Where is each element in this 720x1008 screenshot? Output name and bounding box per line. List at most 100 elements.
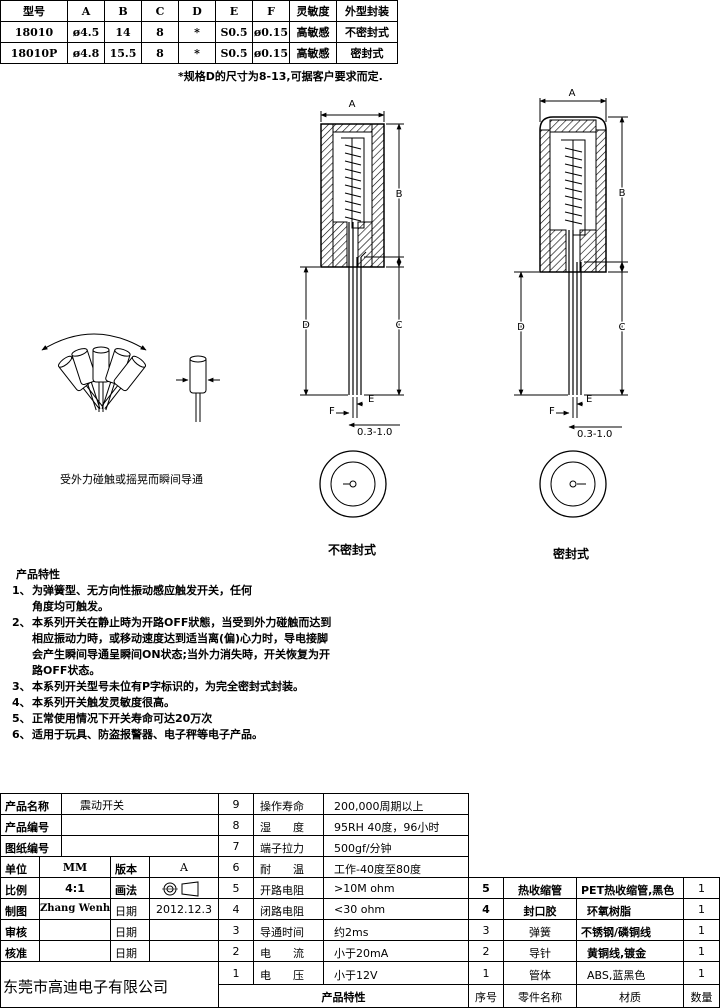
property-label: 导通时间: [253, 919, 324, 941]
spec-cell: 不密封式: [336, 21, 398, 43]
part-qty: 1: [683, 919, 720, 941]
approve-value: [39, 940, 111, 962]
feature-line: 为弹簧型、无方向性振动感应触发开关，任何: [32, 584, 252, 597]
property-no: 5: [218, 877, 254, 899]
dim-e-label: E: [368, 394, 374, 405]
spec-cell: 密封式: [336, 42, 398, 64]
property-no: 7: [218, 835, 254, 857]
part-no: 1: [468, 961, 504, 985]
version-value: A: [149, 856, 219, 878]
part-no: 5: [468, 877, 504, 899]
feature-line: 正常使用情况下开关寿命可达20万次: [32, 712, 213, 725]
parts-header-name: 零件名称: [503, 984, 577, 1008]
spec-table: 型号 A B C D E F 灵敏度 外型封装 18010 ø4.5 14 8 …: [0, 0, 398, 64]
spec-cell: 高敏感: [289, 21, 337, 43]
property-value: 工作-40度至80度: [323, 856, 469, 878]
feature-item: 4、 本系列开关触发灵敏度很高。: [12, 695, 412, 711]
product-name-label: 产品名称: [0, 793, 62, 815]
properties-header: 产品特性: [218, 984, 469, 1008]
dim-range-label: 0.3-1.0: [577, 429, 612, 440]
date-value: 2012.12.3: [149, 898, 219, 920]
property-value: 95RH 40度，96小时: [323, 814, 469, 836]
feature-number: 4、: [12, 696, 31, 709]
drawn-by-value: Zhang Wenhao: [39, 898, 111, 920]
spec-header-cell: 型号: [0, 0, 68, 22]
product-name-value: 震动开关: [61, 793, 219, 815]
spec-header-cell: C: [141, 0, 179, 22]
property-label: 电 压: [253, 961, 324, 985]
spec-header-cell: D: [178, 0, 216, 22]
part-name: 弹簧: [503, 919, 577, 941]
part-no: 2: [468, 940, 504, 962]
dim-c-label: C: [396, 320, 403, 331]
property-no: 3: [218, 919, 254, 941]
parts-header-no: 序号: [468, 984, 504, 1008]
property-no: 9: [218, 793, 254, 815]
dim-d-label: D: [302, 320, 310, 331]
features-list: 1、 为弹簧型、无方向性振动感应触发开关，任何 角度均可触发。 2、 本系列开关…: [12, 583, 412, 743]
part-material: 不锈钢/磷铜线: [576, 919, 684, 941]
unit-label: 单位: [0, 856, 40, 878]
property-label: 湿 度: [253, 814, 324, 836]
parts-header-qty: 数量: [683, 984, 720, 1008]
dimension-note: *规格D的尺寸为8-13,可据客户要求而定.: [178, 70, 383, 83]
spec-cell: ø0.15: [252, 21, 290, 43]
property-value: 约2ms: [323, 919, 469, 941]
part-material: PET热收缩管,黑色: [576, 877, 684, 899]
feature-line: 路OFF状态。: [32, 664, 101, 677]
spec-cell: S0.5: [215, 42, 253, 64]
property-no: 1: [218, 961, 254, 985]
spec-row-18010p: 18010P ø4.8 15.5 8 * S0.5 ø0.15 高敏感 密封式: [0, 42, 398, 64]
property-value: <30 ohm: [323, 898, 469, 920]
property-label: 操作寿命: [253, 793, 324, 815]
review-date-value: [149, 919, 219, 941]
dim-b-label: B: [619, 188, 626, 199]
product-no-label: 产品编号: [0, 814, 62, 836]
spec-header-cell: B: [104, 0, 142, 22]
dim-d-label: D: [517, 322, 525, 333]
property-label: 开路电阻: [253, 877, 324, 899]
feature-number: 6、: [12, 728, 31, 741]
spec-cell: S0.5: [215, 21, 253, 43]
product-no-value: [61, 814, 219, 836]
vibration-illustration: [41, 333, 220, 422]
feature-item: 1、 为弹簧型、无方向性振动感应触发开关，任何 角度均可触发。: [12, 583, 412, 615]
property-label: 耐 温: [253, 856, 324, 878]
spec-cell: 15.5: [104, 42, 142, 64]
review-label: 审核: [0, 919, 40, 941]
dim-c-label: C: [619, 322, 626, 333]
feature-number: 1、: [12, 584, 31, 597]
part-qty: 1: [683, 961, 720, 985]
part-name: 导针: [503, 940, 577, 962]
unsealed-caption: 不密封式: [328, 543, 377, 557]
spec-cell: 8: [141, 42, 179, 64]
property-value: 200,000周期以上: [323, 793, 469, 815]
dim-a-label: A: [349, 99, 356, 110]
company-name: 东莞市高迪电子有限公司: [0, 961, 219, 1008]
dim-b-label: B: [396, 189, 403, 200]
part-no: 4: [468, 898, 504, 920]
feature-number: 3、: [12, 680, 31, 693]
drawing-no-value: [61, 835, 219, 857]
property-no: 4: [218, 898, 254, 920]
property-label: 电 流: [253, 940, 324, 962]
feature-line: 本系列开关触发灵敏度很高。: [32, 696, 175, 709]
feature-item: 2、 本系列开关在静止時为开路OFF狀態，当受到外力碰触而达到 相应振动力時，或…: [12, 615, 412, 679]
dim-a-label: A: [569, 88, 576, 99]
feature-item: 3、 本系列开关型号未位有P字标识的，为完全密封式封装。: [12, 679, 412, 695]
property-value: 小于20mA: [323, 940, 469, 962]
sealed-section-view: A B C D E: [514, 88, 628, 518]
feature-item: 5、 正常使用情况下开关寿命可达20万次: [12, 711, 412, 727]
dim-f-label: F: [549, 406, 555, 417]
date-label: 日期: [110, 898, 150, 920]
feature-line: 会产生瞬间导通呈瞬间ON状态;当外力消失時，开关恢复为开: [32, 648, 330, 661]
property-no: 6: [218, 856, 254, 878]
part-material: 环氧树脂: [576, 898, 684, 920]
spec-cell: *: [178, 42, 216, 64]
spec-header-row: 型号 A B C D E F 灵敏度 外型封装: [0, 0, 398, 22]
property-no: 8: [218, 814, 254, 836]
feature-number: 2、: [12, 616, 31, 629]
scale-label: 比例: [0, 877, 40, 899]
spec-cell: *: [178, 21, 216, 43]
property-label: 端子拉力: [253, 835, 324, 857]
